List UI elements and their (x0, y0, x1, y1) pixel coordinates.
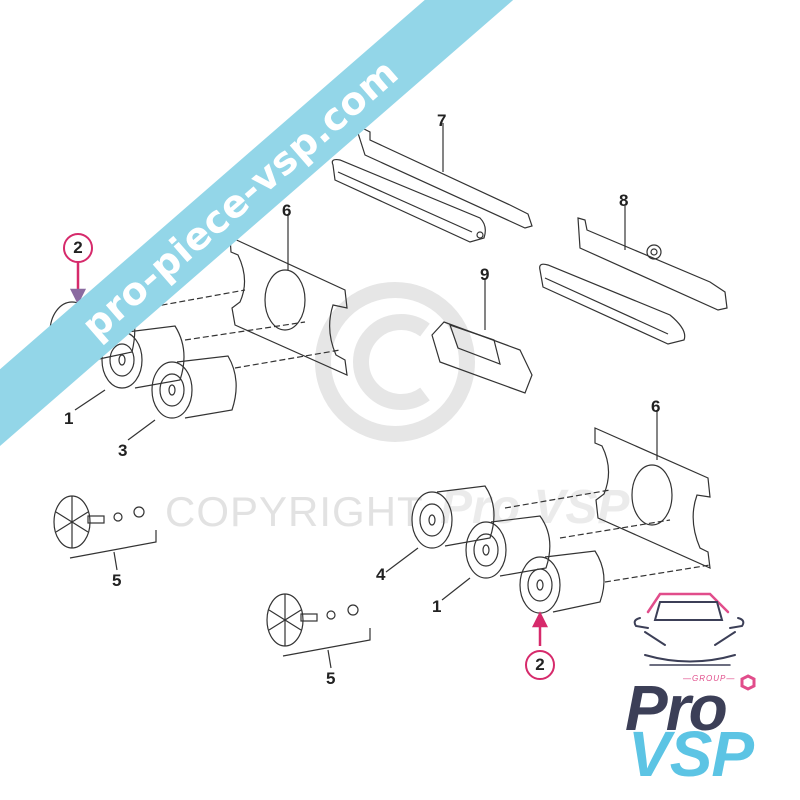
part-label-4: 4 (376, 565, 386, 584)
copyright-brand-watermark: Pro VSP (440, 481, 630, 534)
logo-group-label: —GROUP— (683, 674, 736, 683)
part-label-9: 9 (480, 265, 490, 284)
copyright-watermark-text: COPYRIGHT (165, 488, 424, 535)
part-3-top-cylinder (127, 355, 237, 441)
part-6-mounting-plate-bottom (504, 410, 711, 583)
part-label-3: 3 (118, 441, 128, 460)
logo-vsp-text: VSP (628, 718, 754, 790)
part-9-connector (431, 278, 533, 394)
logo-pro-text: Pro (625, 672, 728, 744)
part-8-lamp-bracket (539, 206, 728, 345)
callout-2-bottom: 2 (525, 650, 555, 680)
callout-arrows (69, 262, 549, 646)
part-label-7: 7 (437, 111, 447, 130)
part-1-bottom-cylinder (441, 515, 551, 601)
part-1-top-cylinder (74, 325, 185, 411)
part-4-bottom-cylinder (385, 485, 495, 573)
part-label-1-bottom: 1 (432, 597, 442, 616)
part-7-lamp-bracket (331, 123, 533, 243)
part-5-right-screw-kit (266, 593, 371, 669)
part-label-8: 8 (619, 191, 629, 210)
part-label-5-right: 5 (326, 669, 336, 688)
part-5-left-screw-kit (53, 495, 157, 571)
part-label-6-top: 6 (282, 201, 292, 220)
part-label-6-bottom: 6 (651, 397, 661, 416)
part-label-5-left: 5 (112, 571, 122, 590)
callout-2-top: 2 (63, 233, 93, 263)
part-label-1-top: 1 (64, 409, 74, 428)
